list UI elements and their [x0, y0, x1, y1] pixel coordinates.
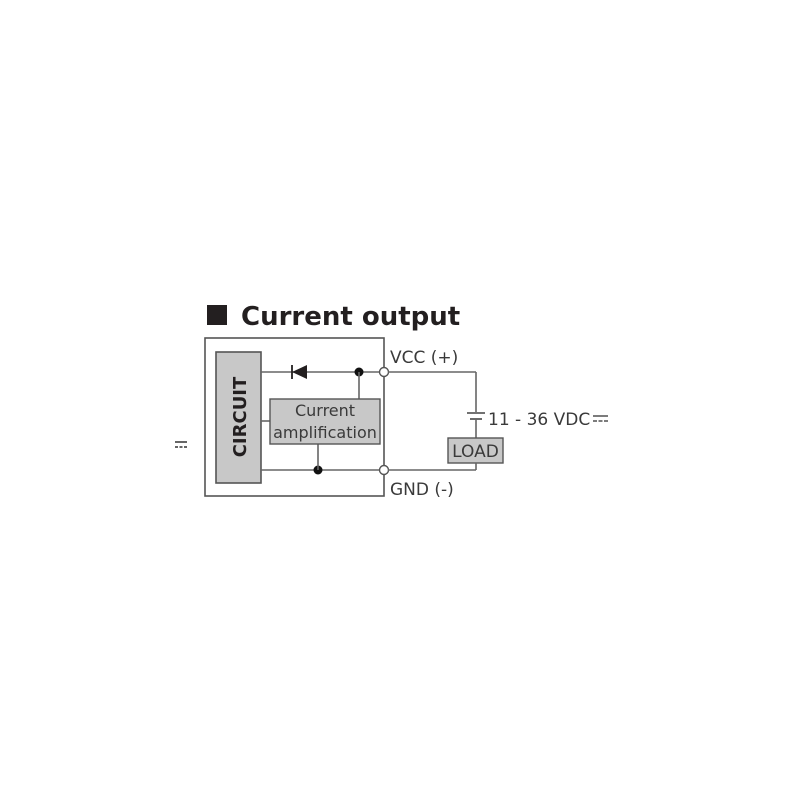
title-square-icon	[207, 305, 227, 325]
dc-symbol-icon	[175, 441, 187, 448]
load-block: LOAD	[447, 437, 504, 464]
amp-label-line1: Current	[295, 401, 355, 420]
vcc-label: VCC (+)	[390, 348, 458, 368]
gnd-terminal	[378, 464, 390, 476]
battery-icon	[467, 412, 485, 420]
current-amplification-block: Current amplification	[269, 398, 381, 445]
dc-symbol-supply-icon	[593, 415, 608, 422]
circuit-label: CIRCUIT	[230, 376, 251, 457]
supply-voltage-label: 11 - 36 VDC	[488, 410, 590, 430]
diode-icon	[291, 365, 307, 379]
sensor-enclosure	[204, 337, 385, 497]
diagram-title: Current output	[241, 302, 460, 332]
load-label: LOAD	[452, 442, 499, 462]
vcc-terminal	[378, 366, 390, 378]
amp-label-line2: amplification	[273, 423, 377, 442]
circuit-block: CIRCUIT	[215, 351, 262, 484]
gnd-label: GND (-)	[390, 480, 454, 500]
